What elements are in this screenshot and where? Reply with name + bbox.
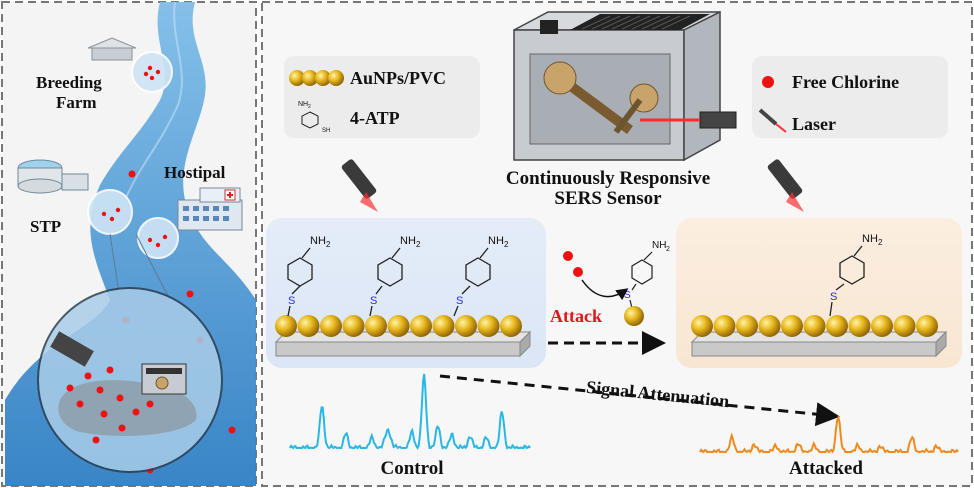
chlorine-dots-stp [101,207,121,222]
attack-label: Attack [550,306,602,326]
free-chlorine-label: Free Chlorine [792,72,899,92]
gold-nanoparticles-right [691,315,938,337]
breeding-farm-icon [87,37,137,61]
attack-curve-arrow [581,279,629,301]
atp2-s: S [370,295,377,307]
atp-molecule-3: NH 2 S [453,235,509,317]
atp-molecule-1: NH 2 S [287,235,331,317]
gold-nanoparticle [803,315,826,337]
chlorine-dots-farm [143,65,161,81]
detached-gold-np [624,306,644,326]
sampling-bubble-stp [87,189,133,235]
gold-nanoparticle [758,315,781,337]
zoom-lens [37,287,223,473]
signal-attenuation-arrow [439,374,840,427]
atp4-nh2-sub: 2 [878,238,883,247]
sampling-bubble-farm [131,51,173,93]
atp2-nh2: NH [400,235,416,247]
atp3-nh2: NH [488,235,504,247]
atp4-nh2: NH [862,233,878,245]
gold-nanoparticle [455,315,477,337]
free-chlorine-legend-dot [762,76,774,88]
control-label: Control [381,458,444,479]
atp2-nh2-sub: 2 [416,240,421,249]
atp-legend-nh2-sub: 2 [308,104,311,110]
breeding-farm-label-line1: Breeding [36,73,102,92]
control-spectrum [289,373,531,451]
attacking-chlorine-2 [573,267,583,277]
sers-sensor-device [513,10,737,162]
gold-nanoparticle [893,315,916,337]
gold-nanoparticle [713,315,736,337]
chlorine-dots-lens [66,366,154,444]
sensor-title-line1: Continuously Responsive [506,168,710,189]
gold-nanoparticle [342,315,365,337]
gold-nanoparticle [826,315,848,337]
attacked-spectrum [699,414,959,454]
laser-device-right [767,159,804,212]
zoom-line-2 [135,233,171,301]
gold-nanoparticle [432,315,455,337]
mini-sensor-icon [141,363,187,395]
gold-nanoparticle [275,315,297,337]
attacking-chlorine-1 [563,251,573,261]
atp1-s: S [288,295,295,307]
atp1-nh2-sub: 2 [326,240,331,249]
gold-nanoparticle [477,315,500,337]
gold-nanoparticle [387,315,410,337]
gold-nanoparticle [848,315,871,337]
gold-nanoparticle [916,315,938,337]
hospital-label: Hostipal [164,163,226,182]
mini-laser-icon [50,331,94,367]
chlorine-dots-hospital [147,234,168,248]
hospital-icon [177,187,243,231]
detached-nh2-sub: 2 [666,246,670,253]
atp-legend-nh2: NH [298,101,308,108]
gold-nanoparticle [500,315,522,337]
atp3-nh2-sub: 2 [504,240,509,249]
sensor-title-line2: SERS Sensor [554,188,662,209]
stp-icon [17,159,89,194]
gold-nanoparticle [736,315,758,337]
gold-nanoparticle [781,315,803,337]
stp-label: STP [30,217,61,236]
atp4-s: S [830,291,837,303]
atp3-s: S [456,295,463,307]
breeding-farm-label-line2: Farm [56,93,97,112]
detached-nh2: NH [652,240,666,251]
gold-nanoparticle [871,315,893,337]
aunp-legend-icon [289,70,344,86]
atp-legend-sh: SH [322,128,330,134]
gold-nanoparticle [410,315,432,337]
gold-nanoparticle [297,315,320,337]
gold-nanoparticle [320,315,342,337]
detached-s: S [624,290,631,301]
sampling-bubble-hospital [137,217,179,259]
atp-molecule-2: NH 2 S [369,235,421,317]
laser-device-left [341,159,378,212]
laser-label: Laser [792,114,836,134]
laser-legend-icon [758,108,787,133]
atp-legend-icon: NH 2 SH [298,101,330,134]
aunps-label: AuNPs/PVC [350,68,446,88]
legend-right-box [752,56,948,138]
atp1-nh2: NH [310,235,326,247]
gold-nanoparticle [365,315,387,337]
atp-label: 4-ATP [350,108,400,128]
gold-nanoparticle [691,315,713,337]
attacked-label: Attacked [789,458,863,479]
gold-nanoparticles-left [275,315,522,337]
atp-molecule-4: NH 2 S [829,233,883,317]
